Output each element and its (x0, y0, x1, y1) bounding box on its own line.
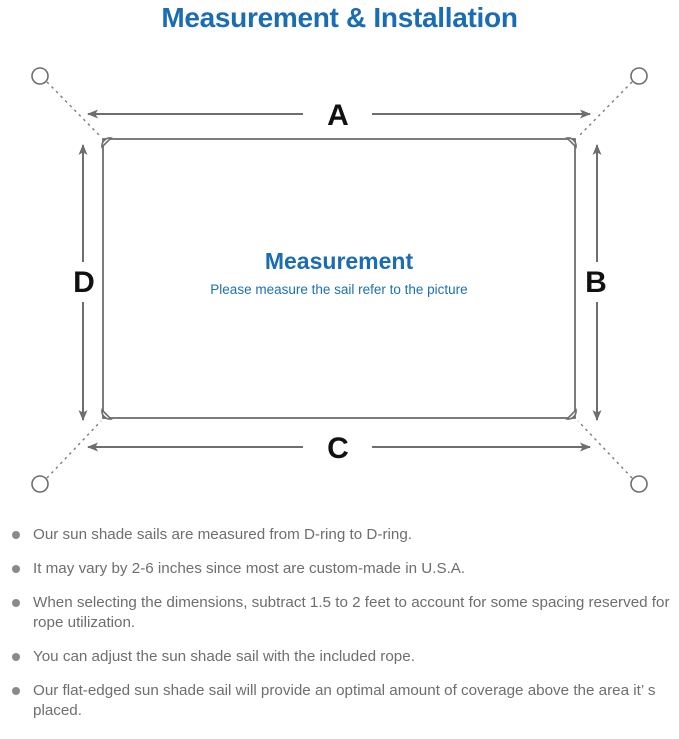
note-text: It may vary by 2-6 inches since most are… (33, 560, 466, 577)
top-right-anchor-circle (630, 67, 648, 85)
bullet-icon (12, 599, 20, 607)
list-item: Our flat-edged sun shade sail will provi… (0, 681, 679, 721)
rope-bottom-left (46, 420, 102, 479)
d-rings (101, 137, 577, 420)
dimension-a: A (87, 99, 591, 132)
dimension-b-label: B (585, 266, 607, 299)
top-left-anchor-circle (31, 67, 49, 85)
note-text: You can adjust the sun shade sail with t… (33, 648, 415, 665)
anchor-rope-lines (46, 81, 633, 479)
note-text: When selecting the dimensions, subtract … (33, 594, 670, 631)
note-text: Our sun shade sails are measured from D-… (33, 526, 412, 543)
rope-top-right (577, 81, 633, 138)
bottom-left-anchor-circle (31, 475, 49, 493)
page-title: Measurement & Installation (161, 2, 518, 33)
top-left-d-ring (101, 137, 113, 149)
rope-top-left (46, 81, 102, 138)
bullet-icon (12, 653, 20, 661)
dimension-c: C (87, 432, 591, 465)
dimension-b: B (585, 144, 607, 421)
bullet-icon (12, 565, 20, 573)
note-text: Our flat-edged sun shade sail will provi… (33, 682, 656, 719)
top-right-d-ring (565, 137, 577, 149)
list-item: It may vary by 2-6 inches since most are… (0, 559, 679, 579)
bottom-left-d-ring (101, 408, 113, 420)
dimension-a-label: A (327, 99, 349, 132)
diagram-center-heading: Measurement (265, 248, 414, 274)
bottom-right-anchor-circle (630, 475, 648, 493)
notes-list: Our sun shade sails are measured from D-… (0, 525, 679, 735)
bullet-icon (12, 531, 20, 539)
sun-shade-sail-measurement-diagram: A C D B Measurement Please measure the s… (31, 67, 648, 493)
dimension-d: D (73, 144, 95, 421)
bullet-icon (12, 687, 20, 695)
sail-rectangle (102, 138, 576, 419)
list-item: Our sun shade sails are measured from D-… (0, 525, 679, 545)
diagram-container: A C D B Measurement Please measure the s… (0, 40, 679, 515)
dimension-c-label: C (327, 432, 349, 465)
anchor-circles (31, 67, 648, 493)
list-item: When selecting the dimensions, subtract … (0, 593, 679, 633)
diagram-center-subheading: Please measure the sail refer to the pic… (210, 282, 467, 297)
dimension-d-label: D (73, 266, 95, 299)
rope-bottom-right (577, 420, 633, 479)
list-item: You can adjust the sun shade sail with t… (0, 647, 679, 667)
bottom-right-d-ring (565, 408, 577, 420)
